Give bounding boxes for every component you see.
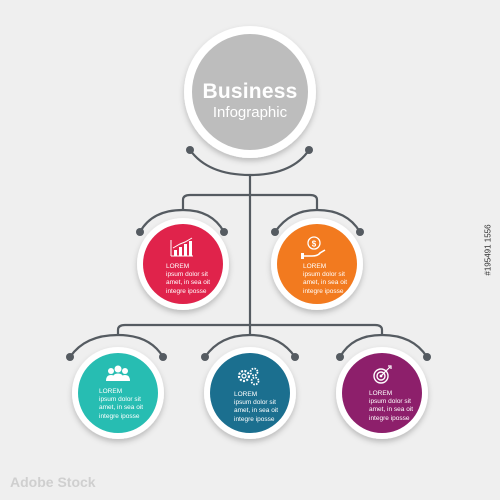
node-growth-fill bbox=[143, 224, 223, 304]
node-body-line: ipsum dolor sit bbox=[303, 271, 345, 279]
node-body-line: amet, in sea oit bbox=[369, 406, 414, 414]
node-body-line: integre iposse bbox=[99, 412, 140, 420]
node-heading: LOREM bbox=[234, 391, 258, 398]
node-settings-circle bbox=[204, 347, 296, 439]
node-heading: LOREM bbox=[369, 390, 393, 397]
node-body-line: ipsum dolor sit bbox=[99, 396, 141, 404]
node-body-line: ipsum dolor sit bbox=[166, 271, 208, 279]
node-body-line: integre iposse bbox=[166, 287, 207, 295]
node-target-text: LOREM ipsum dolor sit amet, in sea oit i… bbox=[369, 390, 441, 423]
svg-text:$: $ bbox=[312, 240, 317, 249]
node-body-line: amet, in sea oit bbox=[234, 407, 279, 415]
node-target-circle bbox=[336, 347, 428, 439]
node-team-circle bbox=[72, 347, 164, 439]
node-settings-fill bbox=[210, 353, 290, 433]
node-body-line: integre iposse bbox=[303, 287, 344, 295]
node-finance-circle bbox=[271, 218, 363, 310]
stock-id-watermark: #195491 1556 bbox=[483, 224, 493, 276]
target-arrow-icon bbox=[373, 365, 392, 384]
team-icon bbox=[106, 365, 130, 381]
gears-icon bbox=[237, 367, 260, 386]
node-body-line: integre iposse bbox=[234, 415, 275, 423]
node-growth-text: LOREM ipsum dolor sit amet, in sea oit i… bbox=[166, 263, 238, 296]
bar-chart-icon bbox=[170, 237, 193, 257]
node-settings-text: LOREM ipsum dolor sit amet, in sea oit i… bbox=[234, 391, 306, 424]
hub-subtitle: Infographic bbox=[212, 104, 288, 121]
node-heading: LOREM bbox=[303, 263, 327, 270]
node-growth-circle bbox=[137, 218, 229, 310]
node-body-line: ipsum dolor sit bbox=[369, 398, 411, 406]
stock-logo: Adobe Stock bbox=[10, 474, 96, 490]
hub-title: Business bbox=[202, 80, 298, 103]
node-team-fill bbox=[78, 353, 158, 433]
node-heading: LOREM bbox=[166, 263, 190, 270]
node-target-fill bbox=[342, 353, 422, 433]
node-body-line: ipsum dolor sit bbox=[234, 399, 276, 407]
node-finance-text: LOREM ipsum dolor sit amet, in sea oit i… bbox=[303, 263, 375, 296]
connector-dots bbox=[66, 146, 431, 361]
money-hand-icon: $ bbox=[301, 236, 326, 259]
connector-lines bbox=[68, 148, 429, 359]
hub-circle bbox=[184, 26, 316, 158]
node-body-line: integre iposse bbox=[369, 414, 410, 422]
node-heading: LOREM bbox=[99, 388, 123, 395]
node-body-line: amet, in sea oit bbox=[166, 279, 211, 287]
node-team-text: LOREM ipsum dolor sit amet, in sea oit i… bbox=[99, 388, 171, 421]
node-body-line: amet, in sea oit bbox=[303, 279, 348, 287]
node-body-line: amet, in sea oit bbox=[99, 404, 144, 412]
node-finance-fill bbox=[277, 224, 357, 304]
